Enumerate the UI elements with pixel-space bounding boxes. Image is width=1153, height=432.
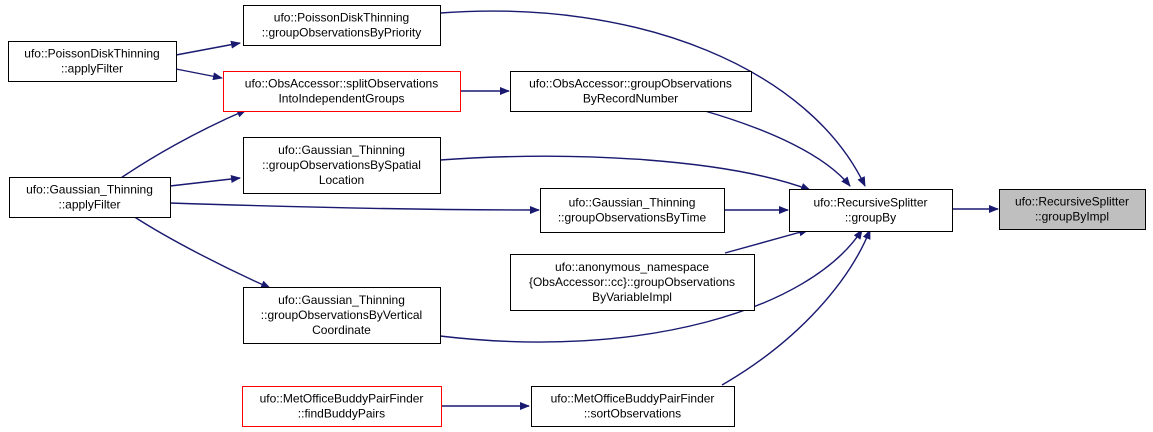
node-box xyxy=(243,5,441,46)
node-box xyxy=(540,188,725,233)
edge-oa-grouprec-to-rs-groupby xyxy=(704,110,851,187)
node-box xyxy=(243,137,441,194)
node-label-line: ufo::PoissonDiskThinning xyxy=(274,11,409,25)
node-gt-apply[interactable]: ufo::Gaussian_Thinning::applyFilter xyxy=(9,177,171,218)
node-box xyxy=(510,254,755,311)
node-rs-impl[interactable]: ufo::RecursiveSplitter::groupByImpl xyxy=(999,189,1146,230)
edge-gt-apply-to-gt-time xyxy=(169,202,540,214)
node-label-line: ufo::RecursiveSplitter xyxy=(813,196,927,210)
node-box xyxy=(8,41,177,82)
node-pdt-apply[interactable]: ufo::PoissonDiskThinning::applyFilter xyxy=(8,41,177,82)
node-label-line: ufo::MetOfficeBuddyPairFinder xyxy=(260,392,424,406)
node-label-line: ByVariableImpl xyxy=(592,290,672,304)
edge-pdt-apply-to-pdt-group xyxy=(175,40,241,56)
node-anon-var[interactable]: ufo::anonymous_namespace{ObsAccessor::cc… xyxy=(510,254,755,311)
node-label-line: IntoIndependentGroups xyxy=(278,92,404,106)
node-oa-split[interactable]: ufo::ObsAccessor::splitObservationsIntoI… xyxy=(223,71,461,112)
edge-anon-var-to-rs-groupby xyxy=(724,228,809,254)
node-label-line: ufo::Gaussian_Thinning xyxy=(569,196,696,210)
node-label-line: Coordinate xyxy=(312,323,371,337)
node-label-line: ByRecordNumber xyxy=(583,92,678,106)
edge-pdt-apply-to-oa-split xyxy=(175,68,223,81)
node-label-line: ufo::ObsAccessor::splitObservations xyxy=(245,77,438,91)
node-box xyxy=(9,177,171,218)
node-label-line: ::applyFilter xyxy=(61,62,123,76)
node-label-line: ::groupObservationsByPriority xyxy=(262,26,421,40)
node-mo-sort[interactable]: ufo::MetOfficeBuddyPairFinder::sortObser… xyxy=(531,386,735,427)
node-label-line: {ObsAccessor::cc}::groupObservations xyxy=(529,275,735,289)
node-oa-grouprec[interactable]: ufo::ObsAccessor::groupObservationsByRec… xyxy=(510,71,752,112)
node-label-line: ufo::MetOfficeBuddyPairFinder xyxy=(551,392,715,406)
node-label-line: ::groupByImpl xyxy=(1035,210,1109,224)
node-box xyxy=(510,71,752,112)
edge-gt-spatial-to-rs-groupby xyxy=(439,155,811,191)
edge-pdt-group-to-rs-groupby xyxy=(439,10,866,187)
node-label-line: ufo::Gaussian_Thinning xyxy=(278,293,405,307)
edge-gt-apply-to-gt-spatial xyxy=(169,175,241,187)
edge-gt-vert-to-rs-groupby xyxy=(439,229,863,343)
edge-gt-apply-to-gt-vert xyxy=(132,215,271,289)
node-label-line: ::sortObservations xyxy=(584,407,681,421)
node-box xyxy=(243,287,441,344)
node-gt-spatial[interactable]: ufo::Gaussian_Thinning::groupObservation… xyxy=(243,137,441,194)
node-label-line: ufo::anonymous_namespace xyxy=(555,260,709,274)
node-label-line: Location xyxy=(319,173,364,187)
edge-gt-apply-to-oa-split xyxy=(117,109,247,181)
node-box xyxy=(789,189,953,232)
node-label-line: ufo::Gaussian_Thinning xyxy=(278,143,405,157)
node-rs-groupby[interactable]: ufo::RecursiveSplitter::groupBy xyxy=(789,189,953,232)
node-label-line: ::applyFilter xyxy=(58,198,120,212)
node-box xyxy=(242,386,442,427)
node-box xyxy=(999,189,1146,230)
node-box xyxy=(223,71,461,112)
node-label-line: ::findBuddyPairs xyxy=(298,407,385,421)
node-label-line: ::groupBy xyxy=(845,211,896,225)
edge-mo-sort-to-rs-groupby xyxy=(721,229,871,386)
node-label-line: ::groupObservationsBySpatial xyxy=(262,158,421,172)
node-label-line: ::groupObservationsByVertical xyxy=(261,308,422,322)
node-mo-find[interactable]: ufo::MetOfficeBuddyPairFinder::findBuddy… xyxy=(242,386,442,427)
node-gt-time[interactable]: ufo::Gaussian_Thinning::groupObservation… xyxy=(540,188,725,233)
node-label-line: ufo::RecursiveSplitter xyxy=(1015,195,1129,209)
node-box xyxy=(531,386,735,427)
node-label-line: ::groupObservationsByTime xyxy=(558,211,707,225)
node-gt-vert[interactable]: ufo::Gaussian_Thinning::groupObservation… xyxy=(243,287,441,344)
node-label-line: ufo::Gaussian_Thinning xyxy=(26,183,153,197)
node-pdt-group[interactable]: ufo::PoissonDiskThinning::groupObservati… xyxy=(243,5,441,46)
node-label-line: ufo::PoissonDiskThinning xyxy=(24,47,159,61)
node-label-line: ufo::ObsAccessor::groupObservations xyxy=(529,77,732,91)
